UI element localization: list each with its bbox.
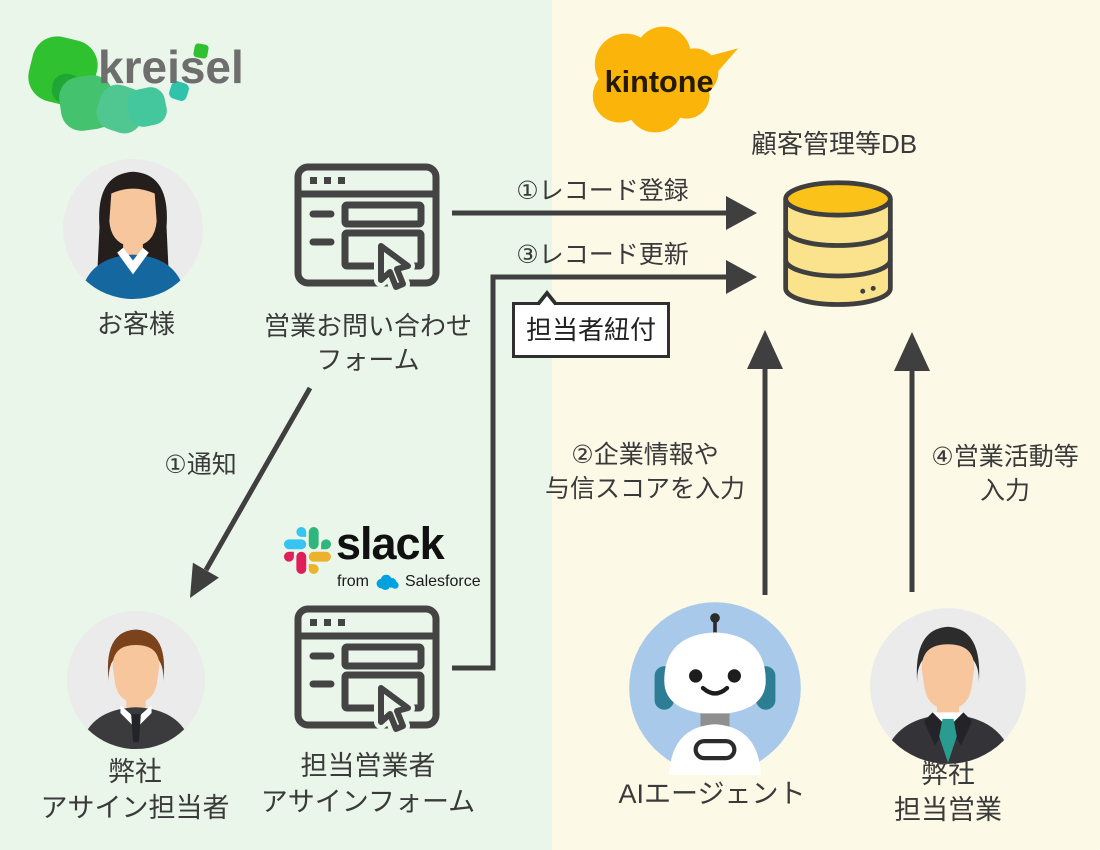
arrow-record-register-label: ①レコード登録 <box>516 177 689 205</box>
salesforce-cloud-icon <box>376 574 399 590</box>
assign-form-icon <box>293 604 443 749</box>
inquiry-form-icon <box>293 162 443 307</box>
ai-input-label-line1: ②企業情報や <box>571 441 719 469</box>
arrow-record-update-elbow-line <box>452 274 728 671</box>
slack-tagline: from Salesforce <box>337 573 481 591</box>
arrowhead <box>747 330 783 369</box>
slack-tagline-brand: Salesforce <box>405 573 481 590</box>
arrow-record-update-label: ③レコード更新 <box>516 241 689 269</box>
notify-arrow-label: ①通知 <box>164 451 237 479</box>
kreisel-i-dot <box>192 42 210 60</box>
customer-label: お客様 <box>96 309 175 339</box>
kintone-logo: kintone <box>578 22 746 142</box>
arrowhead <box>726 196 757 230</box>
sales-rep-label-line2: 担当営業 <box>894 795 1002 825</box>
ai-input-label-line2: 与信スコアを入力 <box>545 475 746 503</box>
kintone-logo-text: kintone <box>605 65 714 99</box>
kreisel-logo-text: kreisel <box>98 41 244 93</box>
assignee-label-line2: アサイン担当者 <box>40 793 230 823</box>
window-dots <box>310 177 345 184</box>
assignee-label-line1: 弊社 <box>108 757 162 787</box>
sales-input-label-line1: ④営業活動等 <box>931 443 1079 471</box>
assignee-avatar <box>66 610 206 750</box>
cursor-icon <box>374 681 415 736</box>
arrowhead <box>894 332 930 371</box>
sales-rep-avatar <box>869 607 1027 765</box>
sales-input-label-line2: 入力 <box>979 477 1030 505</box>
slack-tagline-from: from <box>337 573 369 590</box>
sales-rep-label-line1: 弊社 <box>921 759 975 789</box>
ai-agent-avatar <box>628 601 802 775</box>
inquiry-form-label-line1: 営業お問い合わせ <box>263 311 472 341</box>
assignee-link-callout: 担当者紐付 <box>512 290 670 358</box>
arrowhead <box>726 260 757 294</box>
db-label: 顧客管理等DB <box>750 129 918 159</box>
customer-avatar <box>62 158 204 300</box>
cursor-icon <box>374 239 415 294</box>
ai-agent-label: AIエージェント <box>618 779 806 809</box>
slack-logo-mark <box>284 527 331 574</box>
slack-wordmark: slack <box>336 518 445 569</box>
arrow-notify-line <box>203 386 313 572</box>
window-dots <box>310 619 345 626</box>
inquiry-form-label-line2: フォーム <box>316 345 420 375</box>
arrowhead <box>190 562 219 598</box>
kintone-cloud-shape <box>592 26 739 133</box>
assign-form-label-line1: 担当営業者 <box>300 751 436 781</box>
assign-form-label-line2: アサインフォーム <box>260 787 476 817</box>
database-icon <box>779 176 897 317</box>
kreisel-logo: kreisel <box>22 30 272 138</box>
